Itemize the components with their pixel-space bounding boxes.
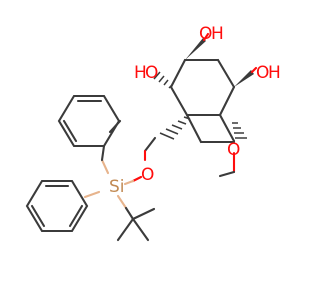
silicon-label: Si bbox=[109, 177, 125, 197]
ring-bond bbox=[218, 85, 236, 117]
tert-butyl-group bbox=[116, 194, 156, 242]
left-hydroxyl-oxygen-label: O bbox=[145, 63, 158, 83]
ring-bond bbox=[169, 58, 187, 89]
si-phenyl-bond bbox=[83, 190, 101, 199]
oh-bond bbox=[202, 32, 210, 42]
wedge-bond bbox=[185, 38, 206, 60]
ring-bond bbox=[216, 58, 236, 89]
structure-diagram: O H H O O H O O Si bbox=[25, 24, 281, 242]
wedge-bond bbox=[234, 70, 254, 87]
o-si-bond-tan bbox=[123, 179, 135, 186]
methoxy-oxygen-label: O bbox=[227, 140, 240, 160]
oh-bond bbox=[250, 66, 258, 74]
ring-ch2-bond bbox=[185, 113, 203, 144]
methyl-bond bbox=[218, 170, 236, 178]
top-hydroxyl-hydrogen-label: H bbox=[211, 24, 224, 44]
si-tbu-bond bbox=[116, 194, 128, 210]
lower-phenyl-ring bbox=[25, 179, 101, 233]
c-ch-bond bbox=[218, 113, 236, 143]
left-hydroxyl-bond bbox=[153, 71, 173, 89]
o-si-bond-red bbox=[131, 175, 143, 183]
ether-oxygen-label: O bbox=[141, 165, 154, 185]
molecule-canvas: O H H O O H O O Si bbox=[25, 24, 281, 242]
ch2-stereo-bond bbox=[159, 116, 191, 140]
methoxy-stereo-bond bbox=[232, 122, 247, 139]
upper-phenyl-ring bbox=[57, 94, 122, 175]
ch2-bond bbox=[143, 136, 157, 153]
si-phenyl-bond bbox=[100, 158, 110, 175]
ring-bond bbox=[169, 85, 189, 117]
left-hydroxyl-hydrogen-label: H bbox=[134, 63, 147, 83]
top-hydroxyl-bond bbox=[185, 32, 210, 60]
right-hydroxyl-hydrogen-label: H bbox=[268, 63, 281, 83]
right-hydroxyl-oxygen-label: O bbox=[256, 63, 269, 83]
cyclohexane-ring bbox=[169, 58, 236, 117]
top-hydroxyl-oxygen-label: O bbox=[199, 24, 212, 44]
right-hydroxyl-bond bbox=[234, 66, 258, 87]
